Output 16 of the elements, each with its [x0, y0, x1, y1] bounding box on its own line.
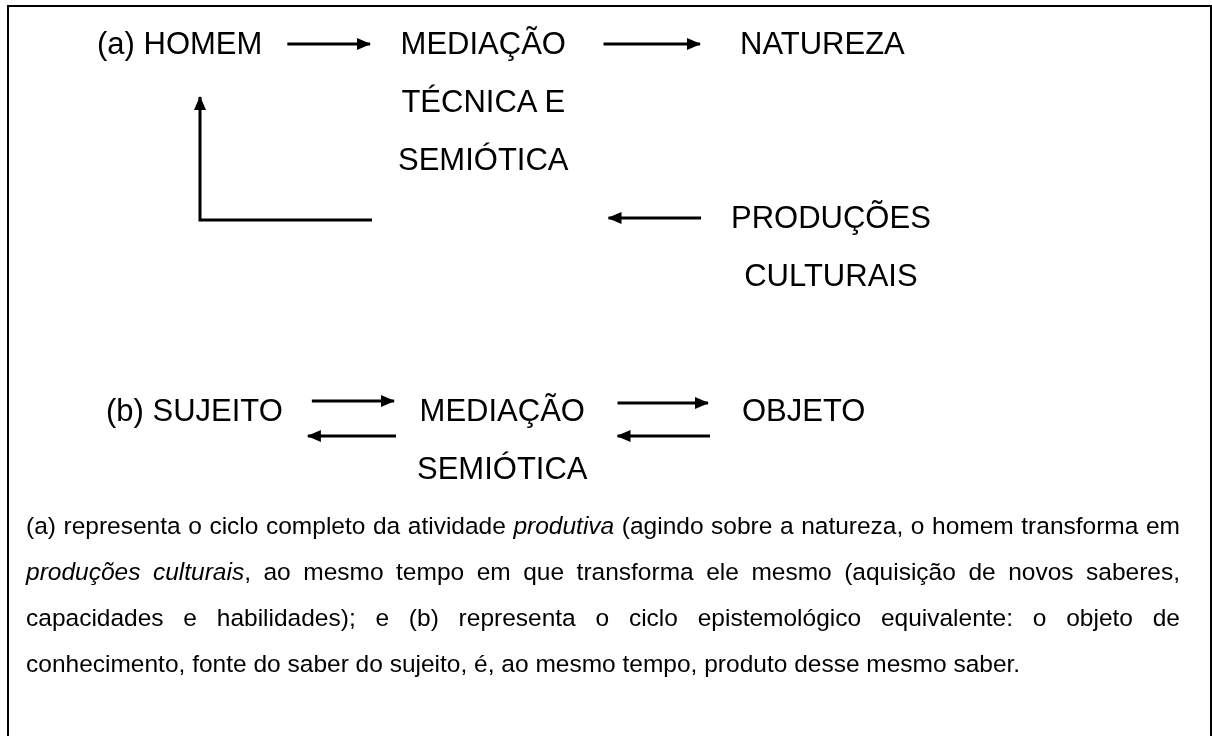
node-label: OBJETO [742, 382, 866, 440]
caption: (a) representa o ciclo completo da atividade produtiva (agindo sobre a natureza, o homem transforma em produções culturais, ao mesmo tempo em que transforma ele mesmo (aquisição de novos saberes, capacidades e habilidades); e (b) representa o ciclo epistemológico equivalente: o objeto de conhecimento, fonte do saber do sujeito, é, ao mesmo tempo, produto desse mesmo saber. [26, 511, 1180, 679]
node-label: PRODUÇÕES CULTURAIS [731, 189, 931, 305]
arrow [607, 212, 701, 224]
node-label: (a) HOMEM [97, 15, 263, 73]
node-label: NATUREZA [740, 15, 905, 73]
arrow [287, 38, 371, 50]
arrow [616, 430, 710, 442]
node-label: (b) SUJEITO [106, 382, 283, 440]
arrow [306, 430, 396, 442]
arrow [617, 397, 709, 409]
node-label: MEDIAÇÃO TÉCNICA E SEMIÓTICA [398, 15, 569, 189]
arrow [311, 395, 395, 407]
arrow [194, 96, 372, 222]
arrow [603, 38, 701, 50]
node-label: MEDIAÇÃO SEMIÓTICA [417, 382, 588, 498]
